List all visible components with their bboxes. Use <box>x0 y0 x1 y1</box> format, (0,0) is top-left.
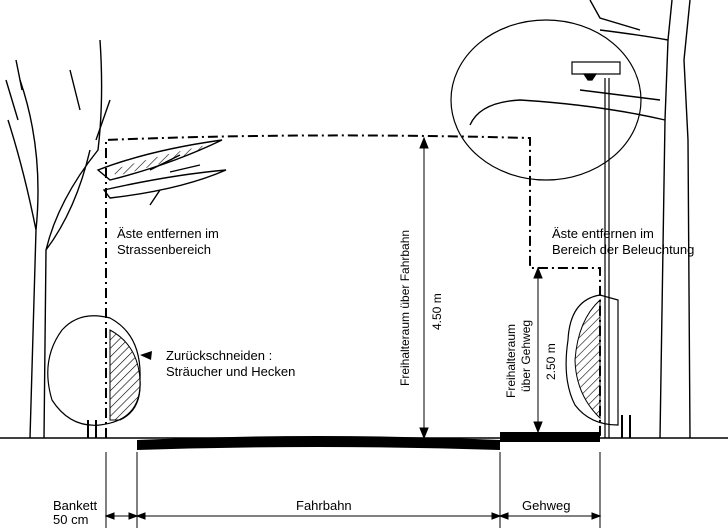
road-clearance-title: Freihalteraum über Fahrbahn <box>398 229 412 386</box>
walk-clearance-title-1: Freihalteraum <box>504 323 518 398</box>
walk-clearance-title-2: über Gehweg <box>519 319 533 392</box>
walk-clearance-value: 2.50 m <box>544 343 558 380</box>
gehweg-label: Gehweg <box>522 498 571 513</box>
left-tree <box>5 39 227 439</box>
left-branches-label-2: Strassenbereich <box>117 242 211 257</box>
left-branch-hatch <box>112 142 220 176</box>
bankett-width-label: 50 cm <box>53 512 89 527</box>
right-branches-label-1: Äste entfernen im <box>552 226 654 241</box>
walk-clearance-dimension <box>533 266 543 434</box>
fahrbahn-label: Fahrbahn <box>296 498 352 513</box>
left-branches-label-1: Äste entfernen im <box>117 226 219 241</box>
left-shrub <box>47 315 152 438</box>
prune-label-2: Sträucher und Hecken <box>166 364 296 379</box>
road-clearance-value: 4.50 m <box>430 293 444 330</box>
prune-label-1: Zurückschneiden : <box>166 348 273 363</box>
dimension-ticks <box>105 452 601 528</box>
clearance-envelope <box>105 134 601 438</box>
dimension-arrows <box>104 512 602 520</box>
street-lamp <box>571 61 621 438</box>
right-branches-label-2: Bereich der Beleuchtung <box>552 242 695 257</box>
bankett-label: Bankett <box>53 498 98 513</box>
trim-circle <box>450 19 642 181</box>
right-shrub <box>565 294 631 438</box>
road-clearance-dimension <box>419 136 429 440</box>
sidewalk-slab <box>500 432 600 442</box>
right-tree <box>469 0 691 439</box>
roadway-slab <box>137 436 500 450</box>
